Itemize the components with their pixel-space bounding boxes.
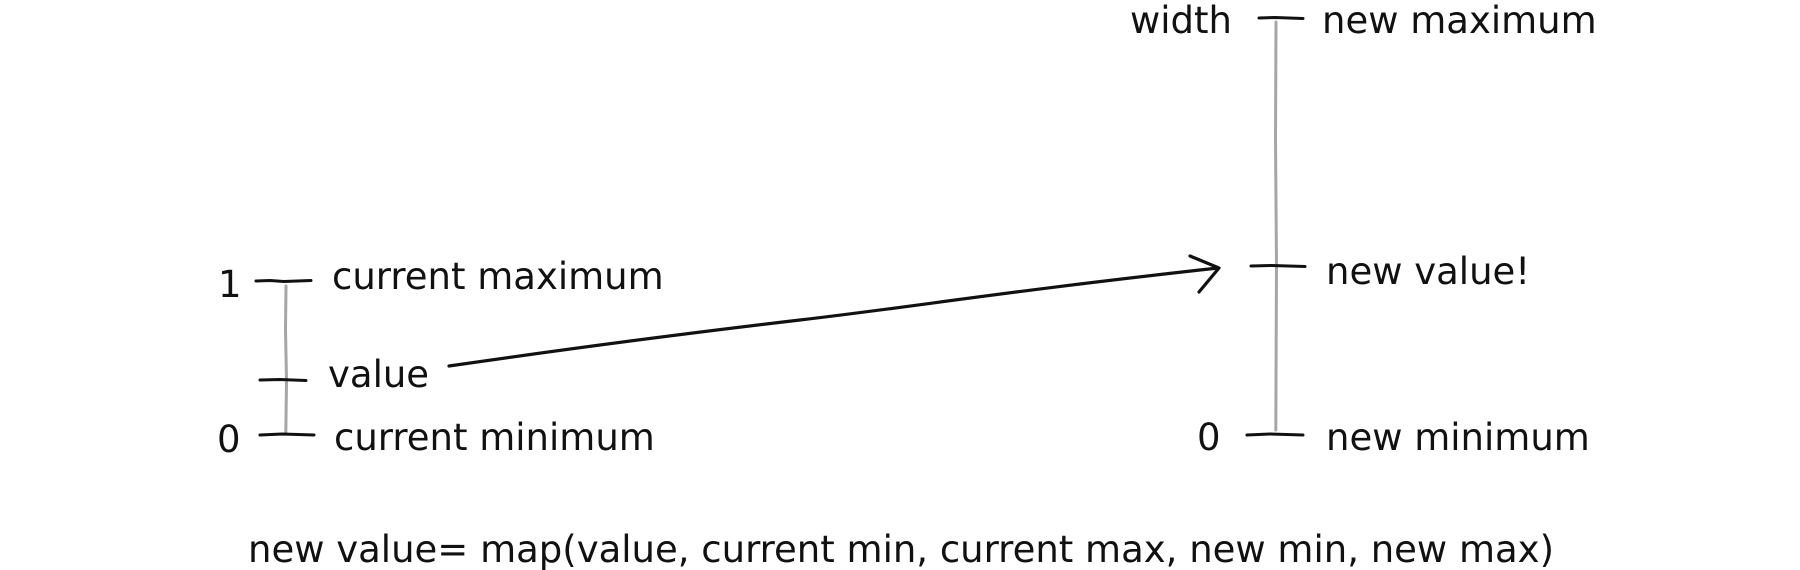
source-axis-line <box>283 284 289 436</box>
source-min-tick <box>258 432 316 437</box>
target-axis-line <box>1273 20 1279 432</box>
target-min-tick-label: 0 <box>1197 416 1221 459</box>
target-max-tick <box>1257 15 1305 20</box>
target-value-label: new value! <box>1326 250 1530 293</box>
target-max-label: new maximum <box>1322 0 1597 42</box>
source-max-label: current maximum <box>332 255 664 298</box>
source-min-label: current minimum <box>334 416 655 459</box>
target-scale: width new maximum new value! 0 new minim… <box>1130 0 1597 459</box>
target-min-label: new minimum <box>1326 416 1590 459</box>
arrow-shaft <box>447 266 1220 368</box>
target-value-tick <box>1249 263 1307 268</box>
target-max-tick-label: width <box>1130 0 1232 42</box>
source-value-tick <box>258 377 308 382</box>
target-min-tick <box>1245 432 1305 437</box>
source-max-tick-label: 1 <box>218 263 242 306</box>
mapping-arrow <box>447 254 1221 368</box>
source-max-tick <box>254 278 313 284</box>
arrow-head-icon <box>1188 254 1221 294</box>
source-scale: 1 current maximum value 0 current minimu… <box>217 255 664 461</box>
source-min-tick-label: 0 <box>217 418 241 461</box>
source-value-label: value <box>328 353 429 396</box>
map-formula: new value= map(value, current min, curre… <box>248 528 1554 570</box>
